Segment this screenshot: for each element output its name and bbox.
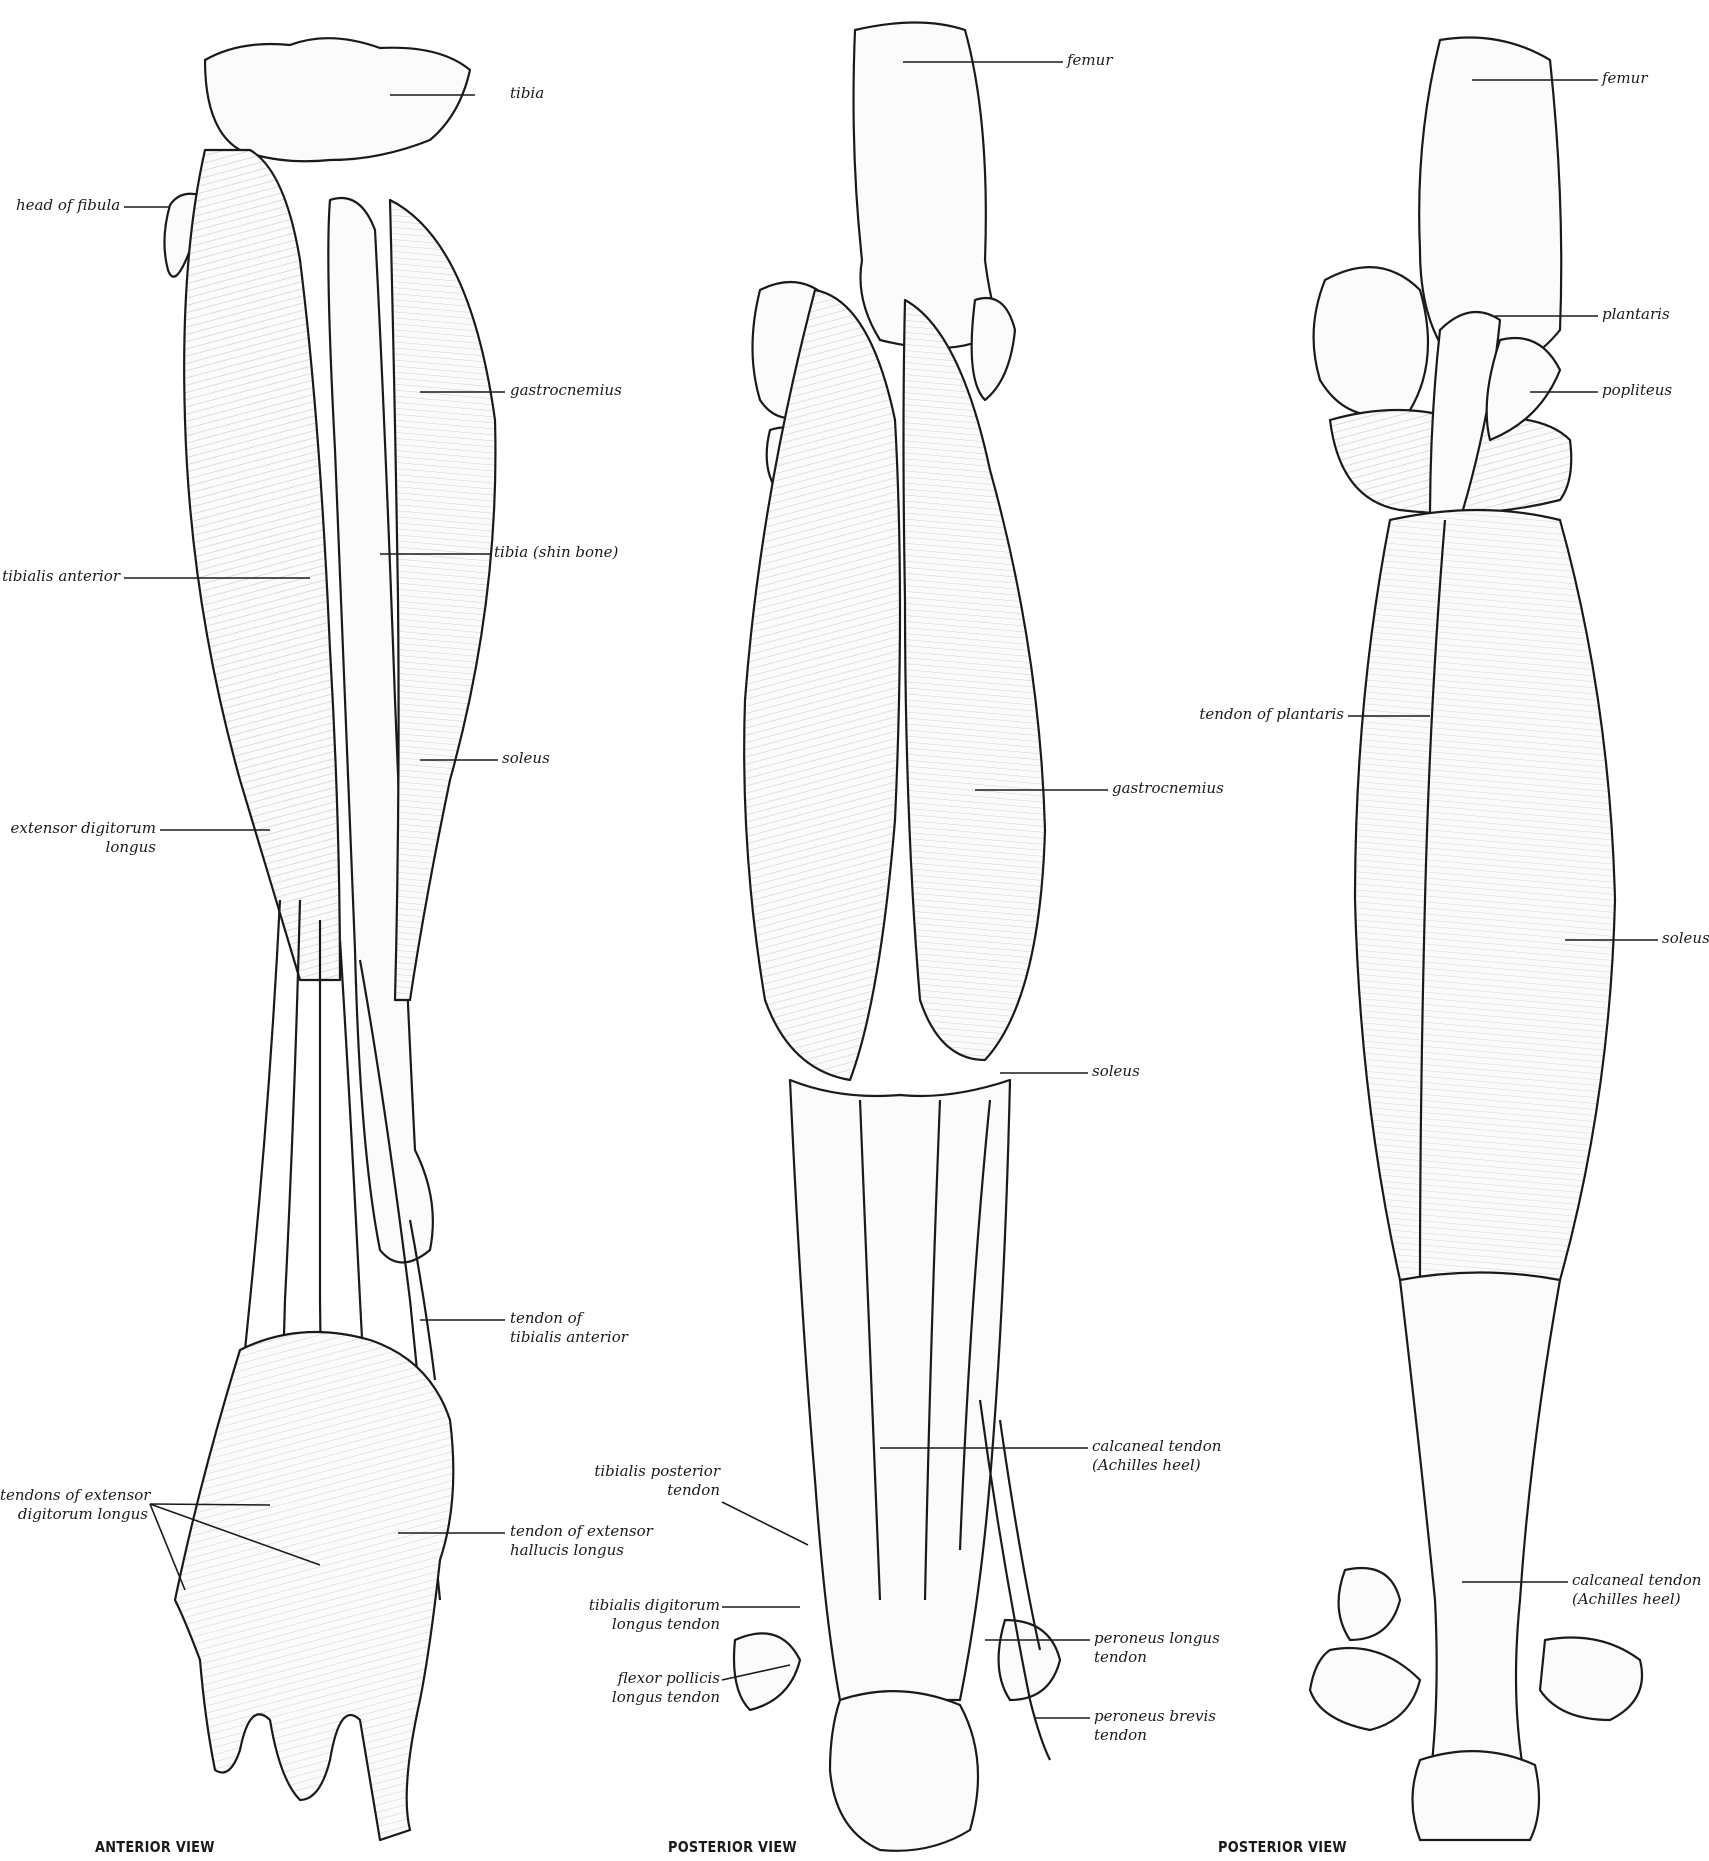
foot-left-2 [1310, 1648, 1420, 1730]
malleolus-left-2 [1339, 1568, 1400, 1640]
label-tibialis-anterior: tibialis anterior [0, 567, 120, 586]
caption-posterior-view-1: POSTERIOR VIEW [668, 1838, 797, 1856]
label-head-of-fibula: head of fibula [16, 196, 120, 215]
foot-right-2 [1540, 1638, 1642, 1721]
label-femur-posterior-2: femur [1602, 69, 1647, 88]
condyle-2 [1314, 267, 1428, 416]
posterior-view-2-drawing [1310, 38, 1642, 1841]
label-tendons-of-extensor-digitorum-longus: tendons of extensor digitorum longus [0, 1486, 148, 1524]
label-tibia-shin-bone: tibia (shin bone) [494, 543, 618, 562]
label-soleus-posterior-1: soleus [1092, 1062, 1140, 1081]
malleolus-left-1 [734, 1633, 800, 1710]
anterior-view-drawing [164, 38, 495, 1840]
label-popliteus: popliteus [1602, 381, 1672, 400]
caption-posterior-view-2: POSTERIOR VIEW [1218, 1838, 1347, 1856]
leader-tendons-extensor-a [150, 1504, 270, 1505]
label-gastrocnemius-anterior: gastrocnemius [510, 381, 622, 400]
label-peroneus-longus-tendon: peroneus longus tendon [1094, 1629, 1220, 1667]
label-soleus-anterior: soleus [502, 749, 550, 768]
condyle-right-1 [972, 298, 1015, 400]
label-plantaris: plantaris [1602, 305, 1670, 324]
label-tendon-of-tibialis-anterior: tendon of tibialis anterior [510, 1309, 628, 1347]
label-gastrocnemius-posterior-1: gastrocnemius [1112, 779, 1224, 798]
label-calcaneal-tendon-posterior-2: calcaneal tendon (Achilles heel) [1572, 1571, 1701, 1609]
label-tendon-of-plantaris: tendon of plantaris [1160, 705, 1344, 724]
label-tibialis-posterior-tendon: tibialis posterior tendon [560, 1462, 720, 1500]
label-tibialis-digitorum-longus-tendon: tibialis digitorum longus tendon [560, 1596, 720, 1634]
caption-anterior-view: ANTERIOR VIEW [95, 1838, 215, 1856]
heel-2 [1413, 1751, 1540, 1840]
heel-1 [830, 1691, 978, 1851]
label-tendon-of-extensor-hallucis-longus: tendon of extensor hallucis longus [510, 1522, 653, 1560]
leader-tendons-extensor-c [150, 1504, 185, 1590]
calcaneal-tendon-2 [1400, 1273, 1560, 1781]
label-tibia: tibia [510, 84, 544, 103]
posterior-view-1-drawing [734, 23, 1060, 1851]
tibia-plateau [205, 38, 470, 161]
label-flexor-pollicis-longus-tendon: flexor pollicis longus tendon [560, 1669, 720, 1707]
label-soleus-posterior-2: soleus [1662, 929, 1709, 948]
label-femur-posterior-1: femur [1067, 51, 1112, 70]
label-extensor-digitorum-longus: extensor digitorum longus [0, 819, 156, 857]
leader-p1-tibialis-posterior [722, 1502, 808, 1545]
label-peroneus-brevis-tendon: peroneus brevis tendon [1094, 1707, 1216, 1745]
malleolus-right-1 [999, 1620, 1060, 1700]
soleus-lower-leg-1 [790, 1080, 1010, 1700]
label-calcaneal-tendon-posterior-1: calcaneal tendon (Achilles heel) [1092, 1437, 1221, 1475]
